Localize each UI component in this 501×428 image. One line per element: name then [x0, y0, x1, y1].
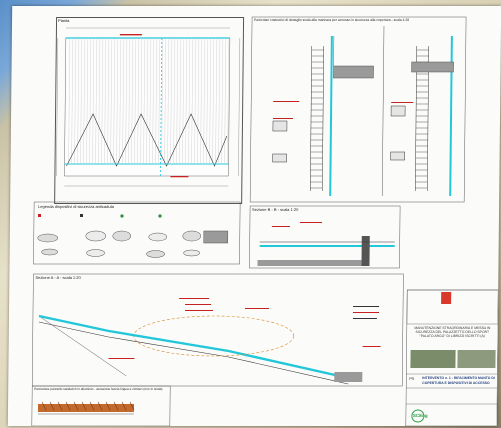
ventilation-drawing [37, 401, 135, 415]
drawing-line [65, 401, 71, 411]
drawing-line [57, 401, 63, 411]
drawing-line [81, 401, 87, 411]
legend-title: Legenda dispositivi di sicurezza anticad… [38, 204, 114, 209]
drawing-line [206, 39, 208, 163]
drawing-line [98, 39, 100, 163]
drawing-line [77, 39, 79, 163]
drawing-line [128, 39, 130, 163]
drawing-line [170, 39, 172, 163]
drawing-line [140, 39, 142, 163]
drawing-line [209, 39, 211, 163]
legend-items [37, 214, 229, 258]
drawing-line [149, 39, 151, 163]
drawing-line [146, 39, 148, 163]
drawing-line [131, 39, 133, 163]
drawing-graphics [31, 16, 499, 426]
titleblock-title-2: COPERTURA E DISPOSITIVI DI ACCESSO [422, 381, 490, 385]
drawing-line [182, 39, 184, 163]
drawing-line [105, 401, 111, 411]
drawing-line [97, 401, 103, 411]
drawing-line [122, 39, 124, 163]
drawing-line [49, 401, 55, 411]
roof-plan [56, 27, 241, 187]
drawing-sheet: Pianta [7, 6, 501, 426]
drawing-line [212, 39, 214, 163]
titleblock-description: MANUTENZIONE STRAORDINARIA E MESSA IN SI… [414, 326, 491, 338]
drawing-line [134, 39, 136, 163]
drawing-line [73, 401, 79, 411]
drawing-line [101, 39, 103, 163]
drawing-line [161, 39, 163, 163]
drawing-line [197, 39, 199, 163]
drawing-line [113, 401, 119, 411]
section-a-drawing [38, 298, 381, 385]
drawing-line [125, 39, 127, 163]
drawing-line [110, 39, 112, 163]
drawing-line [155, 39, 157, 163]
drawing-line [167, 39, 169, 163]
drawing-line [215, 39, 217, 163]
drawing-line [173, 39, 175, 163]
drawing-line [137, 39, 139, 163]
drawing-line [74, 39, 76, 163]
drawing-line [164, 39, 166, 163]
drawing-line [116, 39, 118, 163]
titleblock-code: P5 [409, 376, 415, 381]
drawing-line [227, 39, 229, 163]
section-b-title: Sezione B - B - scala 1:20 [252, 207, 299, 212]
drawing-line [143, 39, 145, 163]
drawing-line [218, 39, 220, 163]
drawing-line [95, 39, 97, 163]
drawing-line [224, 39, 226, 163]
drawing-line [191, 39, 193, 163]
drawing-line [200, 39, 202, 163]
drawing-line [194, 39, 196, 163]
titleblock-title-1: INTERVENTO n. 1 - RIFACIMENTO MANTO DI [422, 376, 495, 380]
section-b-drawing [257, 222, 395, 266]
drawing-line [119, 39, 121, 163]
drawing-line [113, 39, 115, 163]
drawing-line [107, 39, 109, 163]
ventilation-title: Particolare pannello sandwich in allumin… [34, 387, 163, 391]
section-a-title: Sezione A - A - scala 1:20 [35, 275, 81, 280]
drawing-line [158, 39, 160, 163]
drawing-line [129, 401, 135, 411]
details-title: Particolari costruttivi di dettaglio sca… [254, 18, 410, 22]
drawing-line [68, 39, 70, 163]
drawing-line [188, 39, 190, 163]
drawing-line [83, 39, 85, 163]
drawing-line [89, 401, 95, 411]
drawing-line [86, 39, 88, 163]
drawing-line [92, 39, 94, 163]
drawing-line [89, 39, 91, 163]
drawing-line [41, 401, 47, 411]
ladder-details [272, 26, 454, 196]
drawing-line [152, 39, 154, 163]
drawing-line [71, 39, 73, 163]
drawing-line [176, 39, 178, 163]
drawing-line [179, 39, 181, 163]
drawing-line [185, 39, 187, 163]
scheng-logo: SCEng [412, 413, 428, 418]
drawing-line [221, 39, 223, 163]
drawing-line [104, 39, 106, 163]
drawing-line [80, 39, 82, 163]
drawing-line [121, 401, 127, 411]
